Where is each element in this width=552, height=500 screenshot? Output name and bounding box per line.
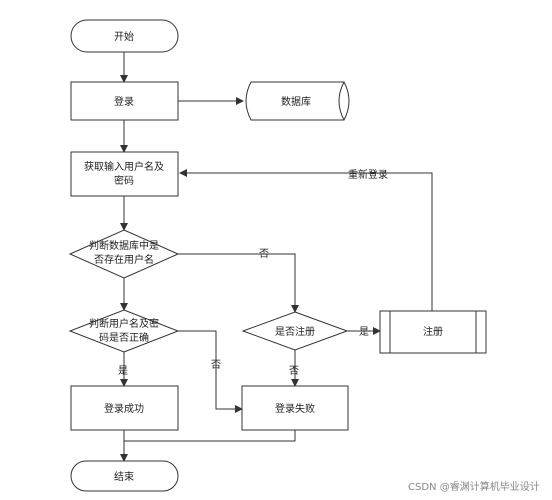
input-label-line2: 密码 [114, 174, 134, 187]
edge-failure-end [124, 430, 296, 442]
edge-checkpass-failure [178, 330, 243, 413]
is-registered-node [241, 311, 349, 351]
check-user-label-line1: 判断数据库中是 [89, 239, 159, 252]
edge-checkuser-isregistered [178, 253, 299, 313]
register-label: 注册 [423, 325, 443, 338]
login-label: 登录 [114, 95, 134, 108]
watermark: CSDN @睿渊计算机毕业设计 [408, 482, 540, 493]
end-node [70, 460, 179, 492]
check-user-node [68, 229, 180, 279]
start-node [70, 19, 179, 53]
check-pass-label-line1: 判断用户名及密 [89, 317, 159, 330]
database-node [245, 81, 350, 121]
login-node [70, 81, 179, 121]
no-pass-label: 否 [211, 359, 221, 371]
yes-pass-label: 是 [118, 365, 128, 377]
yes-register-label: 是 [359, 326, 369, 338]
failure-node [241, 385, 349, 431]
edges [120, 52, 433, 462]
input-node [70, 151, 179, 197]
no-register-label: 否 [289, 365, 299, 377]
database-label: 数据库 [281, 95, 311, 108]
relogin-label: 重新登录 [348, 168, 388, 181]
check-pass-label-line2: 码是否正确 [99, 331, 149, 344]
failure-label: 登录失败 [275, 402, 315, 415]
check-pass-node [68, 309, 180, 353]
end-label: 结束 [114, 470, 134, 483]
success-label: 登录成功 [104, 402, 144, 415]
start-label: 开始 [114, 30, 134, 43]
edge-register-input [179, 169, 433, 311]
success-node [70, 385, 179, 431]
is-registered-label: 是否注册 [275, 325, 315, 338]
input-label-line1: 获取输入用户名及 [84, 160, 164, 173]
check-user-label-line2: 否存在用户名 [94, 253, 154, 266]
register-node [379, 310, 487, 354]
no-user-label: 否 [259, 248, 269, 260]
